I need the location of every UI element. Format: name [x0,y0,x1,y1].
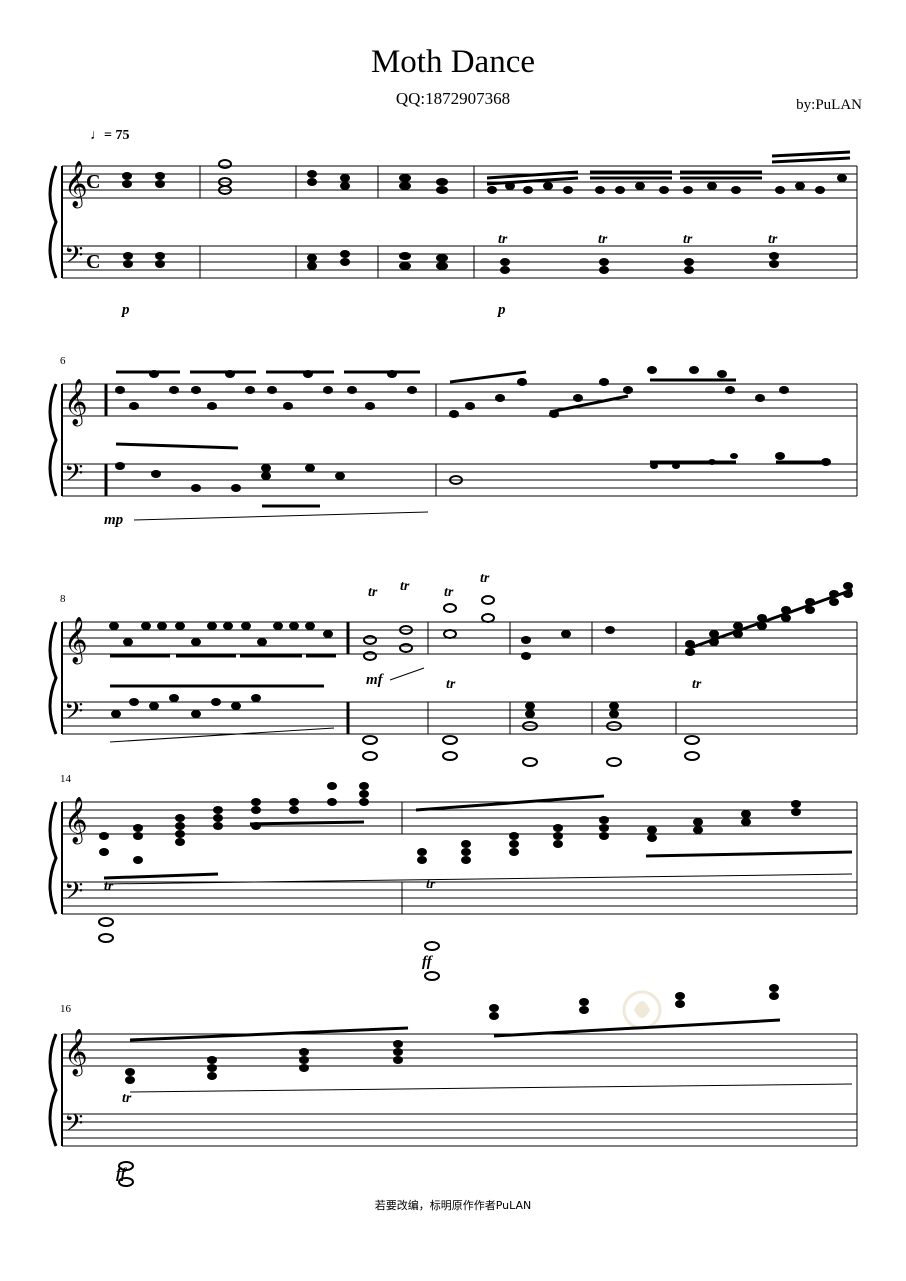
measure-number: 8 [60,593,66,605]
time-signature-treble: C [86,171,100,193]
trill-mark: tr [368,585,378,600]
system-2: 6 𝄞 𝄢 [48,355,858,528]
tempo-marking: ♩= 75 [90,128,130,143]
measure-number: 14 [60,773,72,785]
footer-note: 若要改编，标明原作作者PuLAN [374,1199,532,1212]
bass-clef-icon: 𝄢 [64,877,83,912]
dynamic-ff: ff [116,1166,128,1182]
trill-mark: tr [104,879,114,894]
bass-clef-icon: 𝄢 [64,697,83,732]
score-title: Moth Dance [370,44,536,80]
trill-mark: tr [598,232,608,247]
trill-mark: tr [400,579,410,594]
trill-mark: tr [480,571,490,586]
treble-clef-icon: 𝄞 [64,379,88,427]
bass-clef-icon: 𝄢 [64,241,83,276]
system-4: 14 𝄞 𝄢 [48,773,858,981]
trill-mark: tr [446,677,456,692]
trill-mark: tr [683,232,693,247]
measure-number: 16 [60,1003,72,1015]
composer-credit: by:PuLAN [796,97,862,113]
treble-clef-icon: 𝄞 [64,797,88,845]
trill-mark: tr [692,677,702,692]
system-5: 16 𝄞 𝄢 [48,984,858,1187]
treble-clef-icon: 𝄞 [64,617,88,665]
dynamic-p: p [120,302,130,318]
score-subtitle: QQ:1872907368 [395,89,511,108]
system-1: 𝄞 𝄢 C C [48,150,858,318]
dynamic-mp: mp [104,512,124,528]
trill-mark: tr [122,1091,132,1106]
trill-mark: tr [768,232,778,247]
system-3: 8 𝄞 𝄢 [48,571,858,767]
dynamic-mf: mf [366,672,385,688]
dynamic-p: p [496,302,506,318]
treble-clef-icon: 𝄞 [64,1029,88,1077]
trill-mark: tr [426,877,436,892]
time-signature-bass: C [86,251,100,273]
treble-clef-icon: 𝄞 [64,161,88,209]
dynamic-ff: ff [422,954,434,970]
measure-number: 6 [60,355,66,367]
trill-mark: tr [498,232,508,247]
bass-clef-icon: 𝄢 [64,1109,83,1144]
bass-clef-icon: 𝄢 [64,459,83,494]
trill-mark: tr [444,585,454,600]
